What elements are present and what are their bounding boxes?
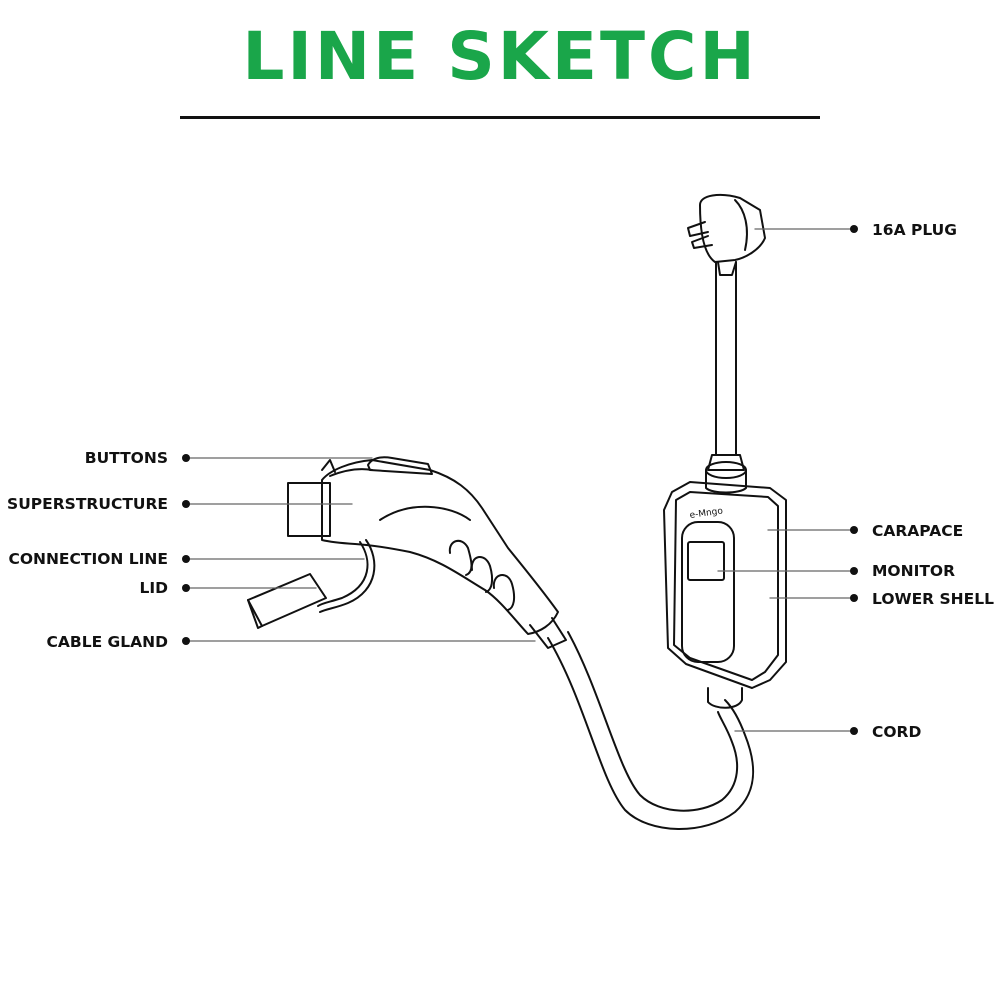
label-16a-plug: 16A PLUG bbox=[872, 221, 957, 239]
brand-mark: e-Mngo bbox=[689, 506, 724, 521]
label-cord: CORD bbox=[872, 723, 922, 741]
label-buttons: BUTTONS bbox=[84, 449, 168, 467]
label-lower-shell: LOWER SHELL bbox=[872, 590, 994, 608]
leader-lines-right bbox=[717, 228, 855, 732]
diagram-title: LINE SKETCH bbox=[242, 18, 758, 95]
label-monitor: MONITOR bbox=[872, 562, 956, 580]
leader-lines-left bbox=[185, 457, 536, 642]
cord-drawing bbox=[547, 631, 755, 830]
connector-gun-drawing bbox=[247, 456, 567, 649]
control-box-drawing: e-Mngo bbox=[663, 481, 787, 709]
title-underline bbox=[180, 116, 820, 119]
plug-cord-drawing bbox=[705, 261, 747, 494]
leader-dots-right bbox=[850, 225, 858, 735]
label-superstructure: SUPERSTRUCTURE bbox=[7, 495, 168, 513]
plug-head-drawing bbox=[687, 193, 766, 276]
label-cable-gland: CABLE GLAND bbox=[46, 633, 168, 651]
label-connection-line: CONNECTION LINE bbox=[8, 550, 168, 568]
label-carapace: CARAPACE bbox=[872, 522, 964, 540]
label-lid: LID bbox=[139, 579, 168, 597]
leader-dots-left bbox=[182, 454, 190, 645]
